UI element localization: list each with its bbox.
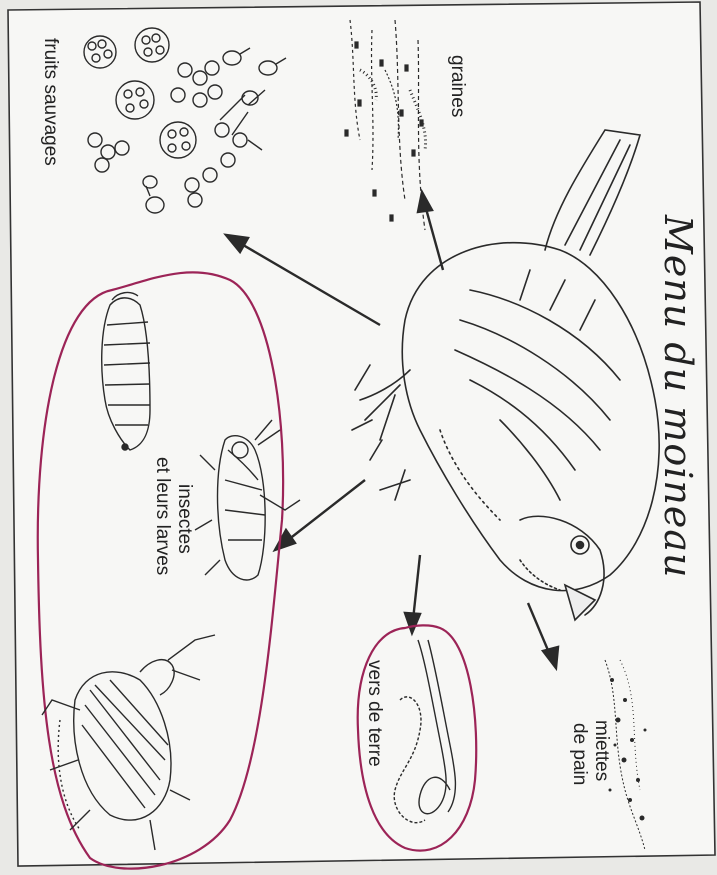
label-vers-de-terre: vers de terre (363, 660, 385, 767)
label-insectes: insectes (173, 484, 195, 554)
label-graines: graines (446, 55, 468, 117)
label-fruits-sauvages: fruits sauvages (39, 38, 61, 166)
label-de-pain: de pain (568, 723, 590, 785)
diagram-title: Menu du moineau (656, 215, 700, 578)
label-leurs-larves: et leurs larves (151, 457, 173, 575)
label-miettes: miettes (590, 720, 612, 781)
